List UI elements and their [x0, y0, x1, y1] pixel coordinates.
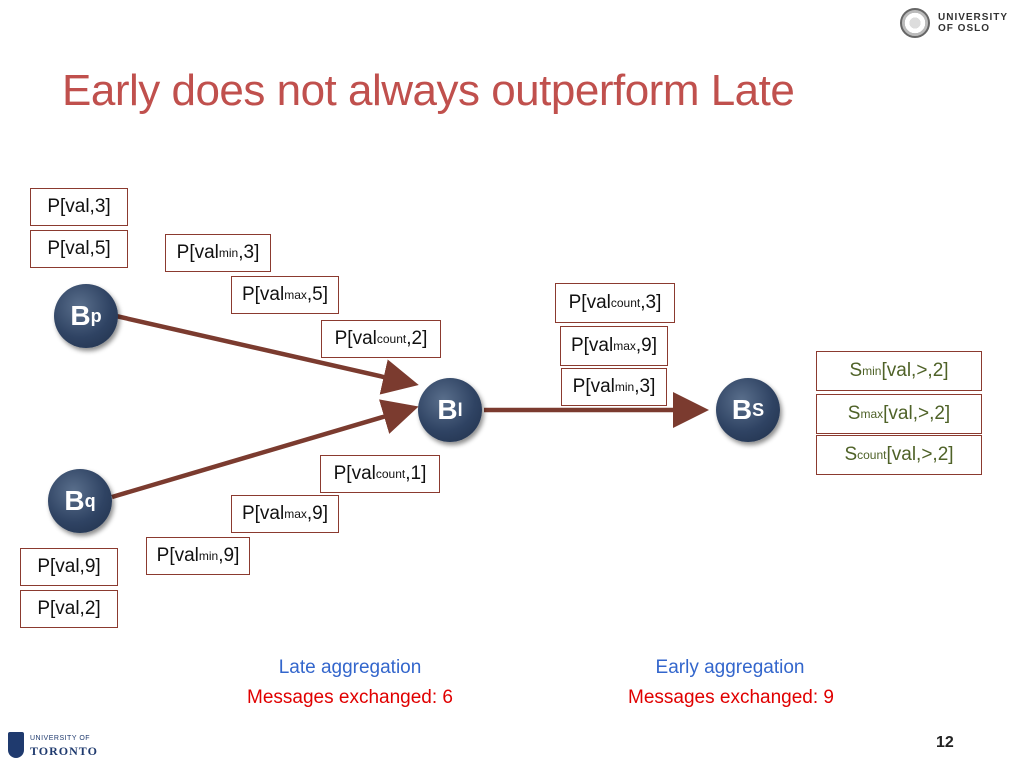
slide-title: Early does not always outperform Late — [62, 66, 795, 115]
box-p-val-2: P[val,2] — [20, 590, 118, 628]
box-p-val-9: P[val,9] — [20, 548, 118, 586]
box-p-val-3: P[val,3] — [30, 188, 128, 226]
arrow-bq-to-bl — [111, 399, 419, 500]
early-aggregation-title: Early aggregation — [655, 657, 805, 678]
university-of-oslo-logo: UNIVERSITY OF OSLO — [900, 8, 1012, 42]
oslo-seal-icon — [900, 8, 930, 38]
toronto-crest-icon — [8, 732, 24, 758]
toronto-logo-line1: UNIVERSITY OF — [30, 735, 91, 742]
late-aggregation-title: Late aggregation — [278, 657, 422, 678]
toronto-logo-line2: TORONTO — [30, 744, 98, 758]
box-p-val-5: P[val,5] — [30, 230, 128, 268]
oslo-logo-line1: UNIVERSITY — [938, 12, 1009, 23]
university-of-toronto-logo: UNIVERSITY OF TORONTO — [8, 732, 98, 762]
late-aggregation-messages: Messages exchanged: 6 — [247, 687, 453, 708]
page-number: 12 — [936, 734, 954, 751]
early-aggregation-messages: Messages exchanged: 9 — [628, 687, 834, 708]
oslo-logo-line2: OF OSLO — [938, 23, 990, 34]
arrow-bp-to-bl — [115, 313, 419, 395]
